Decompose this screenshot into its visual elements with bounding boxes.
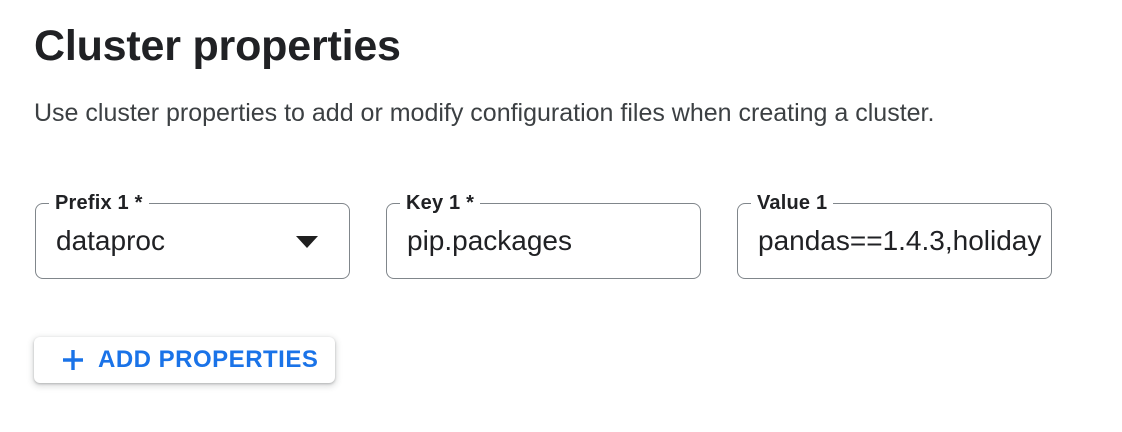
value-label: Value 1 bbox=[751, 191, 834, 215]
prefix-label: Prefix 1 * bbox=[49, 191, 149, 215]
property-row-1: Prefix 1 * dataproc Key 1 * Value 1 bbox=[35, 191, 1122, 279]
value-input[interactable] bbox=[758, 225, 1043, 257]
key-input[interactable] bbox=[407, 225, 692, 257]
cluster-properties-section: Cluster properties Use cluster propertie… bbox=[0, 22, 1122, 383]
key-label: Key 1 * bbox=[400, 191, 481, 215]
prefix-selected-value: dataproc bbox=[56, 225, 165, 256]
page-title: Cluster properties bbox=[34, 22, 401, 70]
caret-down-icon bbox=[296, 236, 318, 248]
add-properties-button[interactable]: ADD PROPERTIES bbox=[34, 337, 336, 383]
add-properties-label: ADD PROPERTIES bbox=[98, 346, 319, 373]
value-field: Value 1 bbox=[737, 191, 1052, 279]
prefix-select[interactable]: Prefix 1 * dataproc bbox=[35, 191, 350, 279]
plus-icon bbox=[63, 350, 83, 370]
key-field: Key 1 * bbox=[386, 191, 701, 279]
page-description: Use cluster properties to add or modify … bbox=[34, 99, 935, 127]
